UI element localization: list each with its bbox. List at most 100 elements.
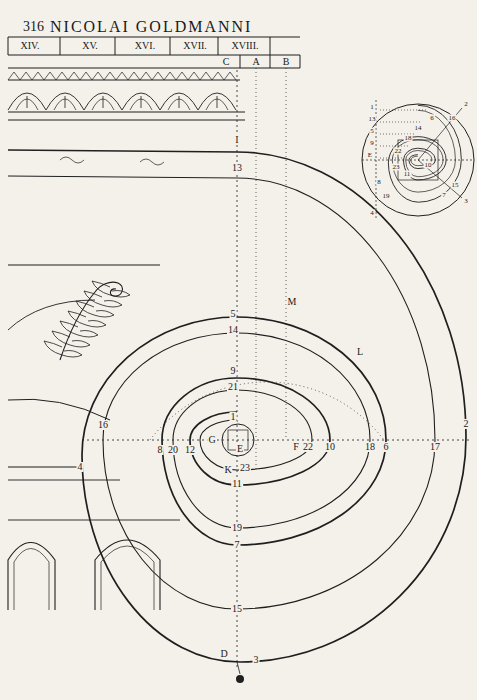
leaf-tip [140,72,152,80]
callout-number: 23 [239,463,251,473]
detail-ray [418,108,462,160]
dart [217,96,218,108]
leaf-tip [104,72,116,80]
acanthus-lobe [68,311,86,325]
callout-number: 4 [369,210,375,217]
dart [179,96,180,108]
acanthus-lobe [44,341,62,355]
scale-mark: XVIII. [231,41,260,51]
leaf-tip [188,72,200,80]
callout-number: 10 [424,162,433,169]
echinus-line [8,399,110,420]
callout-number: 8 [376,179,382,186]
acanthus-lobe [70,341,90,348]
acanthus-lobe [52,331,70,345]
dart [65,96,66,108]
callout-number: 9 [230,366,237,376]
acanthus-stem [60,282,122,360]
egg-outline [46,93,84,110]
callout-number: 8 [157,445,164,455]
callout-number: 5 [369,128,375,135]
acanthus-lobe [94,311,114,318]
callout-number: 2 [463,101,469,108]
astragal-line [8,480,120,481]
callout-number: 13 [231,163,243,173]
cathetus-line [237,70,238,668]
ruler-tick [270,37,271,55]
acanthus-lobe [92,281,110,295]
egg-outline [122,93,160,110]
acanthus-lobe [76,301,94,315]
callout-number: 21 [227,382,239,392]
callout-number: L [356,347,364,357]
arch-opening [8,543,55,611]
running-head: NICOLAI GOLDMANNI [50,18,252,36]
detail-step [380,146,408,147]
detail-step [380,158,402,159]
callout-number: E [236,444,244,454]
callout-number: K [223,465,232,475]
leaf-tip [8,72,20,80]
canalis-detail [140,159,164,165]
dart [103,96,104,108]
leaf-tip [224,72,236,80]
ruler-tick [218,37,219,55]
acanthus-lobe [102,301,122,308]
callout-number: 11 [231,479,243,489]
leaf-tip [176,72,188,80]
detail-step [380,110,426,111]
callout-number: G [207,435,216,445]
impost-line [8,520,180,521]
callout-number: 4 [77,462,84,472]
scale-mark: C [222,57,231,67]
callout-number: 1 [230,412,237,422]
arch-inner [14,549,49,611]
callout-number: 22 [394,148,403,155]
leaf-tip [200,72,212,80]
scale-mark: B [282,57,291,67]
callout-number: 22 [302,442,314,452]
egg-outline [198,93,236,110]
callout-number: 23 [392,164,401,171]
callout-number: 7 [234,540,241,550]
ruler-tick [60,37,61,55]
scale-mark: XVII. [182,41,208,51]
callout-number: 3 [253,655,260,665]
callout-number: 6 [383,442,390,452]
detail-ray [418,160,462,198]
ruler-tick [170,37,171,55]
moulding-line [8,112,245,113]
callout-number: 11 [403,171,412,178]
callout-number: M [287,297,298,307]
callout-number: 10 [324,442,336,452]
volute-eye [222,424,254,456]
callout-number: 14 [414,125,423,132]
callout-number: 13 [368,116,377,123]
detail-spiral [388,105,461,202]
leaf-tip [212,72,224,80]
callout-number: D [219,649,228,659]
astragal-line [8,466,82,467]
detail-step [380,122,420,123]
callout-number: 19 [382,193,391,200]
acanthus-lobe [60,321,78,335]
callout-number: 18 [404,135,413,142]
callout-number: 9 [369,140,375,147]
echinus-line [8,265,160,266]
egg-outline [8,93,46,110]
leaf-tip [20,72,32,80]
scale-mark: XIV. [20,41,41,51]
callout-number: 20 [167,445,179,455]
leaf-tip [80,72,92,80]
page-number: 316 [22,20,45,34]
canalis-detail [60,157,84,163]
moulding-line [8,119,245,120]
axis-line [82,440,470,441]
scale-mark: A [251,57,260,67]
acanthus-lobe [62,351,82,358]
scale-mark: XVI. [134,41,156,51]
egg-outline [84,93,122,110]
detail-circle [362,104,474,216]
